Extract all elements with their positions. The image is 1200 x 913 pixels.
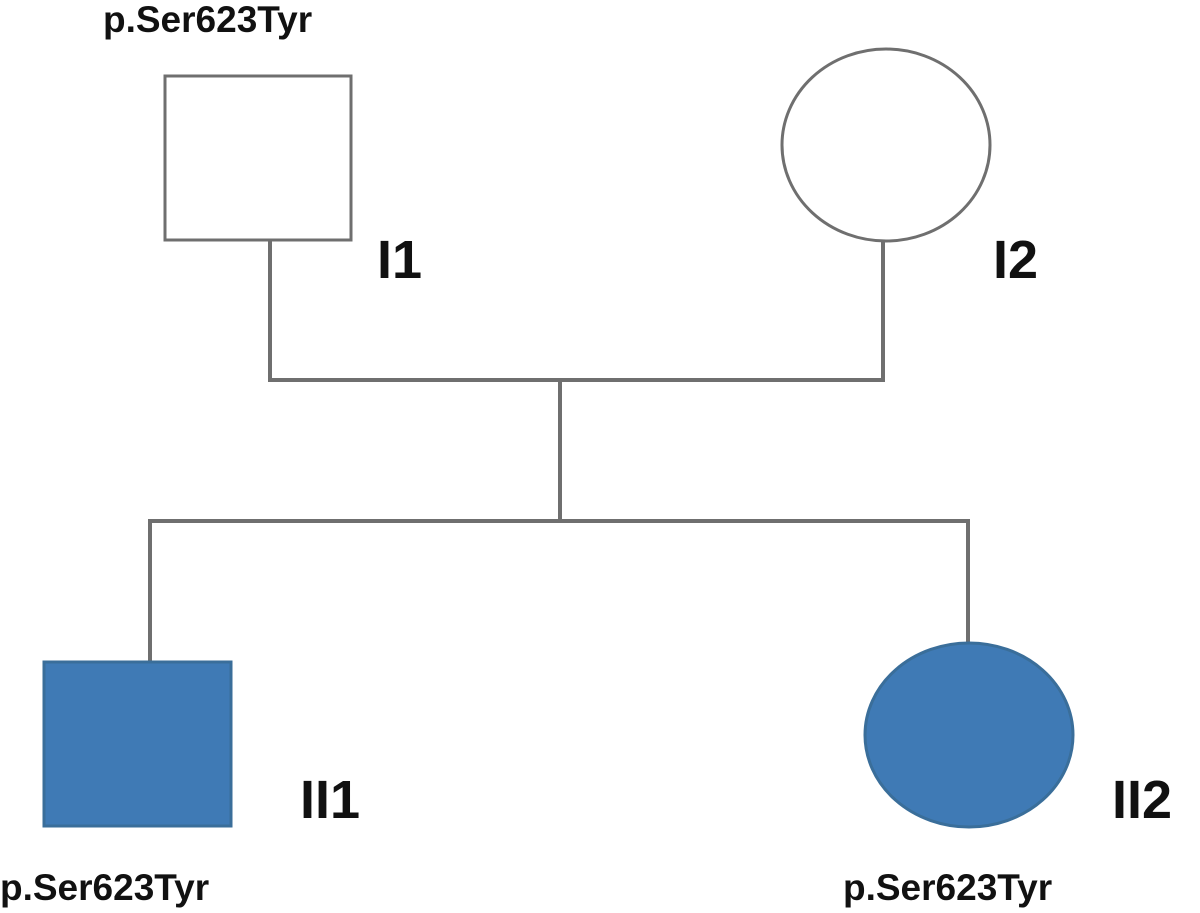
individual-ii2-variant: p.Ser623Tyr [843,867,1052,908]
individual-i1-id: I1 [377,230,422,290]
individual-ii2-id: II2 [1112,770,1172,830]
individual-ii1-male-symbol [42,660,233,828]
individual-i2-id: I2 [993,230,1038,290]
individual-i1-variant: p.Ser623Tyr [103,0,312,40]
individual-i2-female-symbol [780,47,992,243]
individual-ii1-id: II1 [300,770,360,830]
individual-ii1-variant: p.Ser623Tyr [0,867,209,908]
pedigree-lines [148,240,970,663]
individual-i1-male-symbol [163,74,353,242]
individual-ii2-female-symbol [863,641,1075,829]
